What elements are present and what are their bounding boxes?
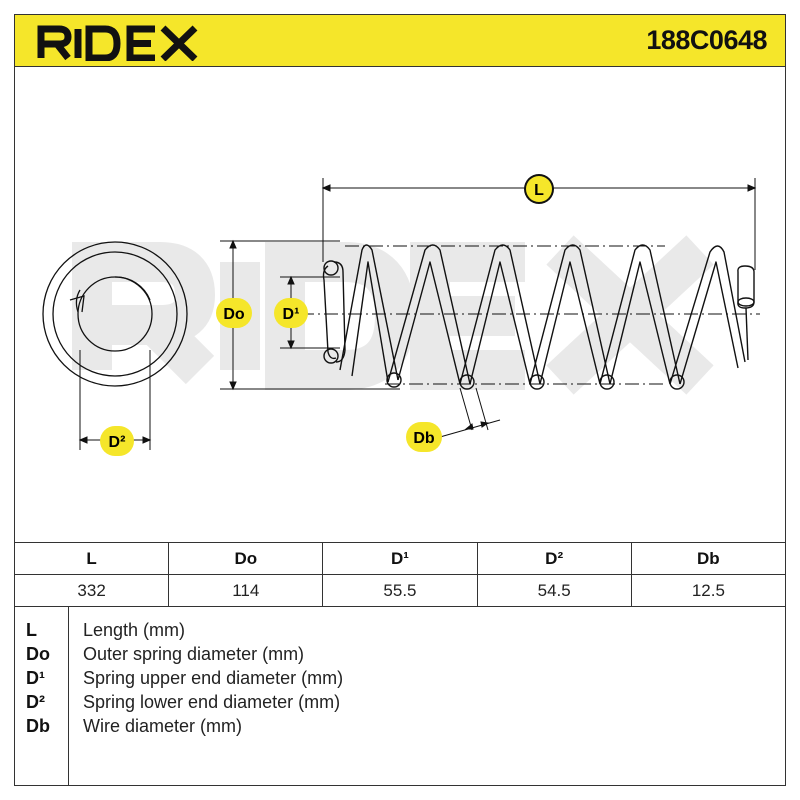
d2-dimension <box>78 350 152 450</box>
spec-value-d1: 55.5 <box>322 574 478 607</box>
spec-table-header-row: L Do D¹ D² Db <box>13 542 787 575</box>
ridex-watermark <box>72 235 714 395</box>
label-badge-d1: D¹ <box>274 298 308 328</box>
spring-coils <box>322 244 755 390</box>
legend: L Length (mm) Do Outer spring diameter (… <box>14 606 786 786</box>
spring-end-view <box>42 241 188 387</box>
label-badge-do: Do <box>216 298 252 328</box>
legend-description: Spring lower end diameter (mm) <box>83 692 341 712</box>
label-do: Do <box>223 306 245 323</box>
spec-header-do: Do <box>168 542 324 575</box>
legend-symbol: Do <box>26 644 50 664</box>
spec-table: L Do D¹ D² Db 332 114 55.5 54.5 12.5 <box>13 542 787 607</box>
legend-symbol: L <box>26 620 37 640</box>
spec-header-db: Db <box>630 542 787 575</box>
legend-item: D² Spring lower end diameter (mm) <box>14 692 786 716</box>
spring-diagram-svg: L Do D¹ D² Db <box>42 174 760 456</box>
legend-description: Outer spring diameter (mm) <box>83 644 305 664</box>
legend-description: Length (mm) <box>83 620 186 640</box>
spec-value-d2: 54.5 <box>476 574 632 607</box>
spec-value-do: 114 <box>168 574 324 607</box>
label-l: L <box>534 182 544 199</box>
legend-item: L Length (mm) <box>14 620 786 644</box>
legend-symbol: D² <box>26 692 45 712</box>
ridex-logo-mark <box>37 25 198 62</box>
legend-item: Do Outer spring diameter (mm) <box>14 644 786 668</box>
spec-table-value-row: 332 114 55.5 54.5 12.5 <box>13 574 787 607</box>
label-d1: D¹ <box>283 306 300 323</box>
label-badge-db: Db <box>406 422 442 452</box>
legend-item: Db Wire diameter (mm) <box>14 716 786 740</box>
spec-header-d1: D¹ <box>322 542 478 575</box>
spec-header-d2: D² <box>476 542 632 575</box>
spec-header-l: L <box>13 542 170 575</box>
spec-value-l: 332 <box>13 574 170 607</box>
spring-drawing: L Do D¹ D² Db <box>15 67 785 540</box>
label-badge-d2: D² <box>100 426 134 456</box>
legend-description: Wire diameter (mm) <box>83 716 243 736</box>
legend-description: Spring upper end diameter (mm) <box>83 668 344 688</box>
db-dimension <box>439 387 501 438</box>
legend-symbol: D¹ <box>26 668 45 688</box>
spec-value-db: 12.5 <box>630 574 787 607</box>
ridex-logo <box>35 23 205 62</box>
part-number: 188C0648 <box>646 25 767 55</box>
legend-item: D¹ Spring upper end diameter (mm) <box>14 668 786 692</box>
label-d2: D² <box>109 434 126 451</box>
header-bar: 188C0648 <box>14 14 786 67</box>
legend-divider <box>68 606 69 786</box>
label-badge-l: L <box>524 174 554 204</box>
label-db: Db <box>413 430 435 447</box>
legend-symbol: Db <box>26 716 50 736</box>
